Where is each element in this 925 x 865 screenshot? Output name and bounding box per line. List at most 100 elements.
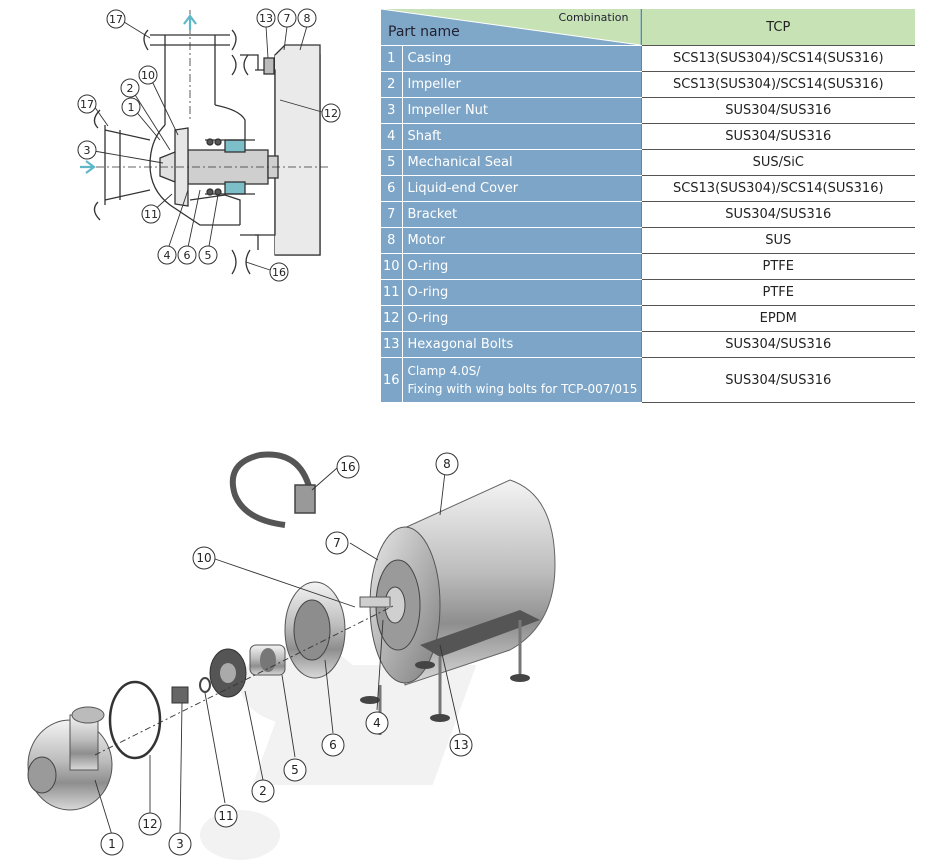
part-name: Liquid-end Cover bbox=[402, 175, 642, 202]
material: SCS13(SUS304)/SCS14(SUS316) bbox=[641, 175, 915, 202]
part-name: Clamp 4.0S/ Fixing with wing bolts for T… bbox=[402, 357, 642, 403]
material: SUS304/SUS316 bbox=[641, 331, 915, 358]
material: EPDM bbox=[641, 305, 915, 332]
part-name: O-ring bbox=[402, 279, 642, 306]
part-name-line2: Fixing with wing bolts for TCP-007/015 bbox=[407, 382, 638, 396]
exploded-callout-16: 16 bbox=[340, 460, 355, 474]
exploded-view: 16 8 7 10 4 13 6 5 2 11 12 3 1 bbox=[27, 451, 556, 860]
exploded-callout-13: 13 bbox=[453, 738, 468, 752]
material: PTFE bbox=[641, 279, 915, 306]
liquid-end-cover-illustration bbox=[284, 581, 346, 679]
part-name: Impeller Nut bbox=[402, 97, 642, 124]
part-number: 8 bbox=[381, 227, 403, 254]
part-number: 3 bbox=[381, 97, 403, 124]
callout-10: 10 bbox=[141, 69, 155, 82]
material: SCS13(SUS304)/SCS14(SUS316) bbox=[641, 45, 915, 72]
outlet-flow-arrow-icon bbox=[183, 14, 197, 30]
section-drawing: 17 13 7 8 10 2 1 17 12 3 11 4 6 5 16 bbox=[77, 8, 341, 282]
exploded-callout-11: 11 bbox=[218, 809, 233, 823]
part-name-label: Part name bbox=[388, 24, 460, 40]
callout-11: 11 bbox=[144, 208, 158, 221]
part-number: 6 bbox=[381, 175, 403, 202]
material: SUS bbox=[641, 227, 915, 254]
callout-13: 13 bbox=[259, 12, 273, 25]
part-number: 13 bbox=[381, 331, 403, 358]
exploded-callout-10: 10 bbox=[196, 551, 211, 565]
impeller-illustration bbox=[209, 648, 247, 698]
clamp-illustration bbox=[229, 451, 316, 528]
casing-illustration bbox=[27, 706, 113, 811]
material: SUS304/SUS316 bbox=[641, 357, 915, 403]
callout-17-left: 17 bbox=[80, 98, 94, 111]
table-header-row: Combination Part name TCP bbox=[381, 9, 915, 46]
inlet-flow-arrow-icon bbox=[80, 160, 96, 174]
callout-12: 12 bbox=[324, 107, 338, 120]
part-number: 11 bbox=[381, 279, 403, 306]
part-name: Motor bbox=[402, 227, 642, 254]
callout-17-top: 17 bbox=[109, 13, 123, 26]
part-number: 5 bbox=[381, 149, 403, 176]
exploded-callout-3: 3 bbox=[176, 837, 184, 851]
callout-5: 5 bbox=[205, 249, 212, 262]
part-name: Mechanical Seal bbox=[402, 149, 642, 176]
part-number: 4 bbox=[381, 123, 403, 150]
material: SUS304/SUS316 bbox=[641, 97, 915, 124]
part-name: O-ring bbox=[402, 305, 642, 332]
part-name: Impeller bbox=[402, 71, 642, 98]
part-number: 7 bbox=[381, 201, 403, 228]
exploded-callout-2: 2 bbox=[259, 784, 267, 798]
callout-4: 4 bbox=[164, 249, 171, 262]
part-name: Casing bbox=[402, 45, 642, 72]
part-name: Bracket bbox=[402, 201, 642, 228]
mechanical-seal-illustration bbox=[249, 644, 286, 676]
exploded-callout-1: 1 bbox=[108, 837, 116, 851]
part-number: 16 bbox=[381, 357, 403, 403]
part-number: 10 bbox=[381, 253, 403, 280]
part-number: 1 bbox=[381, 45, 403, 72]
part-name: Hexagonal Bolts bbox=[402, 331, 642, 358]
part-name: Shaft bbox=[402, 123, 642, 150]
material: SUS/SiC bbox=[641, 149, 915, 176]
material: PTFE bbox=[641, 253, 915, 280]
exploded-callout-5: 5 bbox=[291, 763, 299, 777]
callout-3: 3 bbox=[84, 144, 91, 157]
o-ring-11-illustration bbox=[199, 677, 211, 693]
exploded-callout-7: 7 bbox=[333, 536, 341, 550]
table-header-cell: Combination Part name bbox=[381, 9, 642, 46]
callout-2: 2 bbox=[127, 82, 134, 95]
callout-7: 7 bbox=[284, 12, 291, 25]
part-name: O-ring bbox=[402, 253, 642, 280]
callout-16: 16 bbox=[272, 266, 286, 279]
material: SCS13(SUS304)/SCS14(SUS316) bbox=[641, 71, 915, 98]
part-number: 12 bbox=[381, 305, 403, 332]
material: SUS304/SUS316 bbox=[641, 201, 915, 228]
exploded-callout-6: 6 bbox=[329, 738, 337, 752]
callout-8: 8 bbox=[304, 12, 311, 25]
callout-6: 6 bbox=[184, 249, 191, 262]
part-name-line1: Clamp 4.0S/ bbox=[407, 364, 481, 378]
combination-label: Combination bbox=[558, 11, 629, 24]
exploded-callout-12: 12 bbox=[142, 817, 157, 831]
material: SUS304/SUS316 bbox=[641, 123, 915, 150]
exploded-callout-8: 8 bbox=[443, 457, 451, 471]
impeller-nut-illustration bbox=[171, 686, 189, 704]
o-ring-12-illustration bbox=[108, 680, 162, 760]
callout-1: 1 bbox=[128, 101, 135, 114]
model-header: TCP bbox=[641, 9, 915, 46]
header-diagonal bbox=[381, 9, 640, 45]
part-number: 2 bbox=[381, 71, 403, 98]
motor-illustration bbox=[359, 479, 556, 735]
